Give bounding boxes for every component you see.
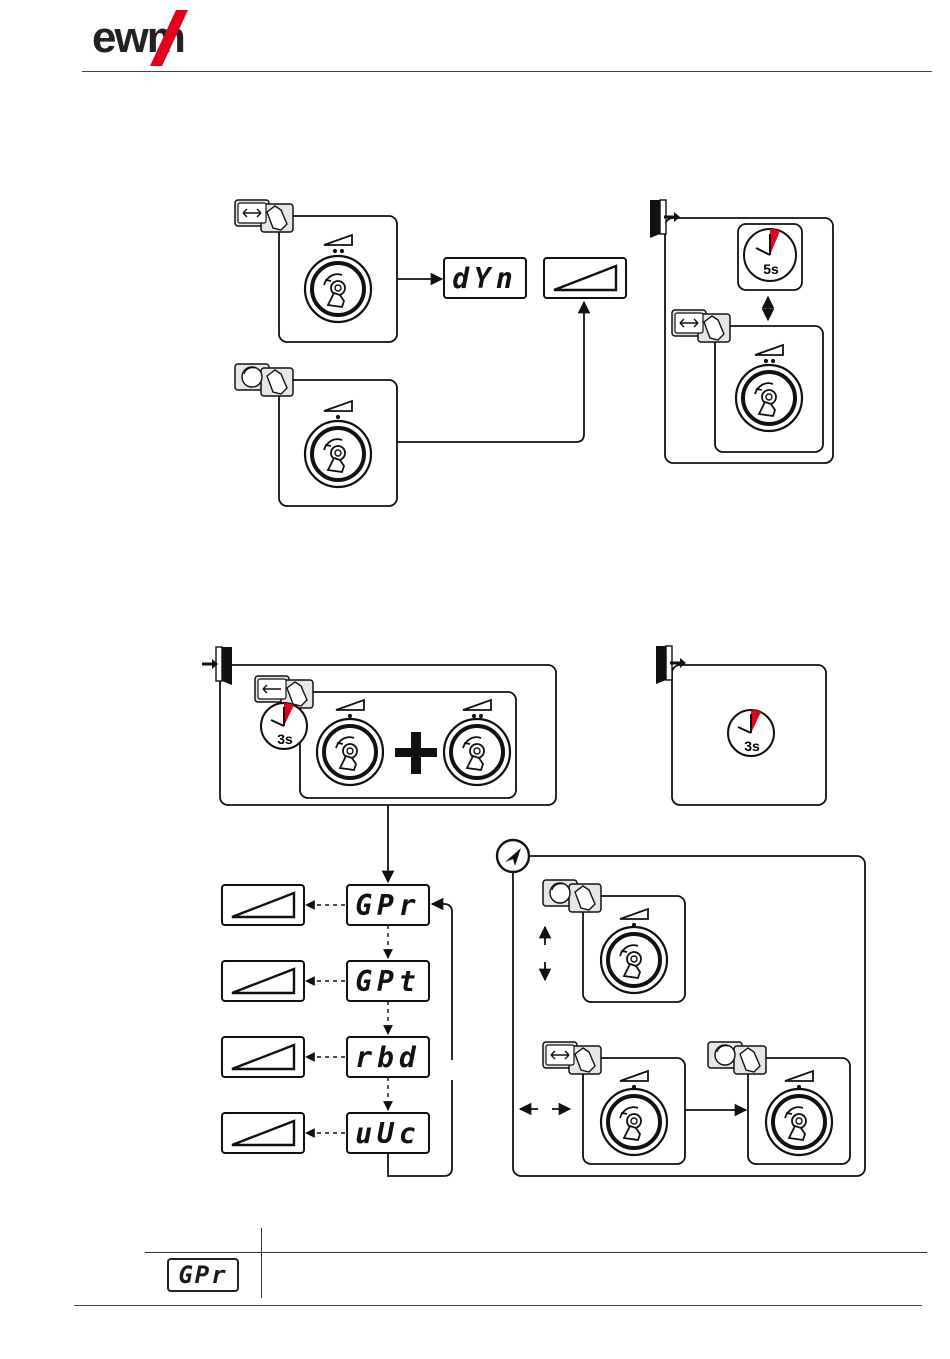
rotary-knob-icon[interactable]	[305, 421, 371, 487]
ramp-display-icon	[222, 961, 304, 1001]
menu-code: GPr	[355, 889, 421, 922]
rotary-knob-icon[interactable]	[305, 256, 371, 322]
ramp-display-icon	[222, 1037, 304, 1077]
timer-icon: 5s	[744, 229, 796, 281]
push-turn-hand-icon	[235, 200, 293, 232]
navigation-arrow-icon	[497, 840, 529, 872]
rotary-knob-icon[interactable]	[766, 1089, 832, 1155]
timer-label: 3s	[744, 738, 760, 754]
menu-code: uUc	[355, 1117, 421, 1150]
rotary-knob-icon[interactable]	[444, 719, 510, 785]
rotary-knob-icon[interactable]	[317, 719, 383, 785]
flow-a: dYn 5s	[235, 200, 833, 506]
display-code-dyn: dYn	[452, 262, 518, 295]
menu-code: rbd	[355, 1041, 421, 1074]
rotary-knob-icon[interactable]	[736, 365, 802, 431]
rotary-knob-icon[interactable]	[601, 1089, 667, 1155]
timer-icon: 3s	[728, 710, 774, 756]
timer-label: 3s	[277, 731, 293, 747]
ramp-display-icon	[222, 885, 304, 925]
footer-rule	[74, 1305, 922, 1306]
loop-arrow	[432, 904, 452, 1060]
legend-column-divider	[261, 1228, 262, 1298]
push-turn-hand-icon	[235, 364, 293, 396]
legend-code-display: GPr	[167, 1258, 239, 1292]
menu-code: GPt	[355, 965, 421, 998]
timer-label: 5s	[763, 261, 779, 277]
timer-icon: 3s	[261, 703, 307, 749]
ramp-display-icon	[222, 1113, 304, 1153]
flow-arrow	[397, 302, 584, 442]
rotary-knob-icon[interactable]	[601, 927, 667, 993]
legend-header-rule	[145, 1252, 927, 1253]
enter-door-icon	[202, 647, 232, 685]
flow-b: 3s 3s GPr GPt rbd	[202, 646, 865, 1176]
ramp-display-icon	[544, 258, 626, 298]
